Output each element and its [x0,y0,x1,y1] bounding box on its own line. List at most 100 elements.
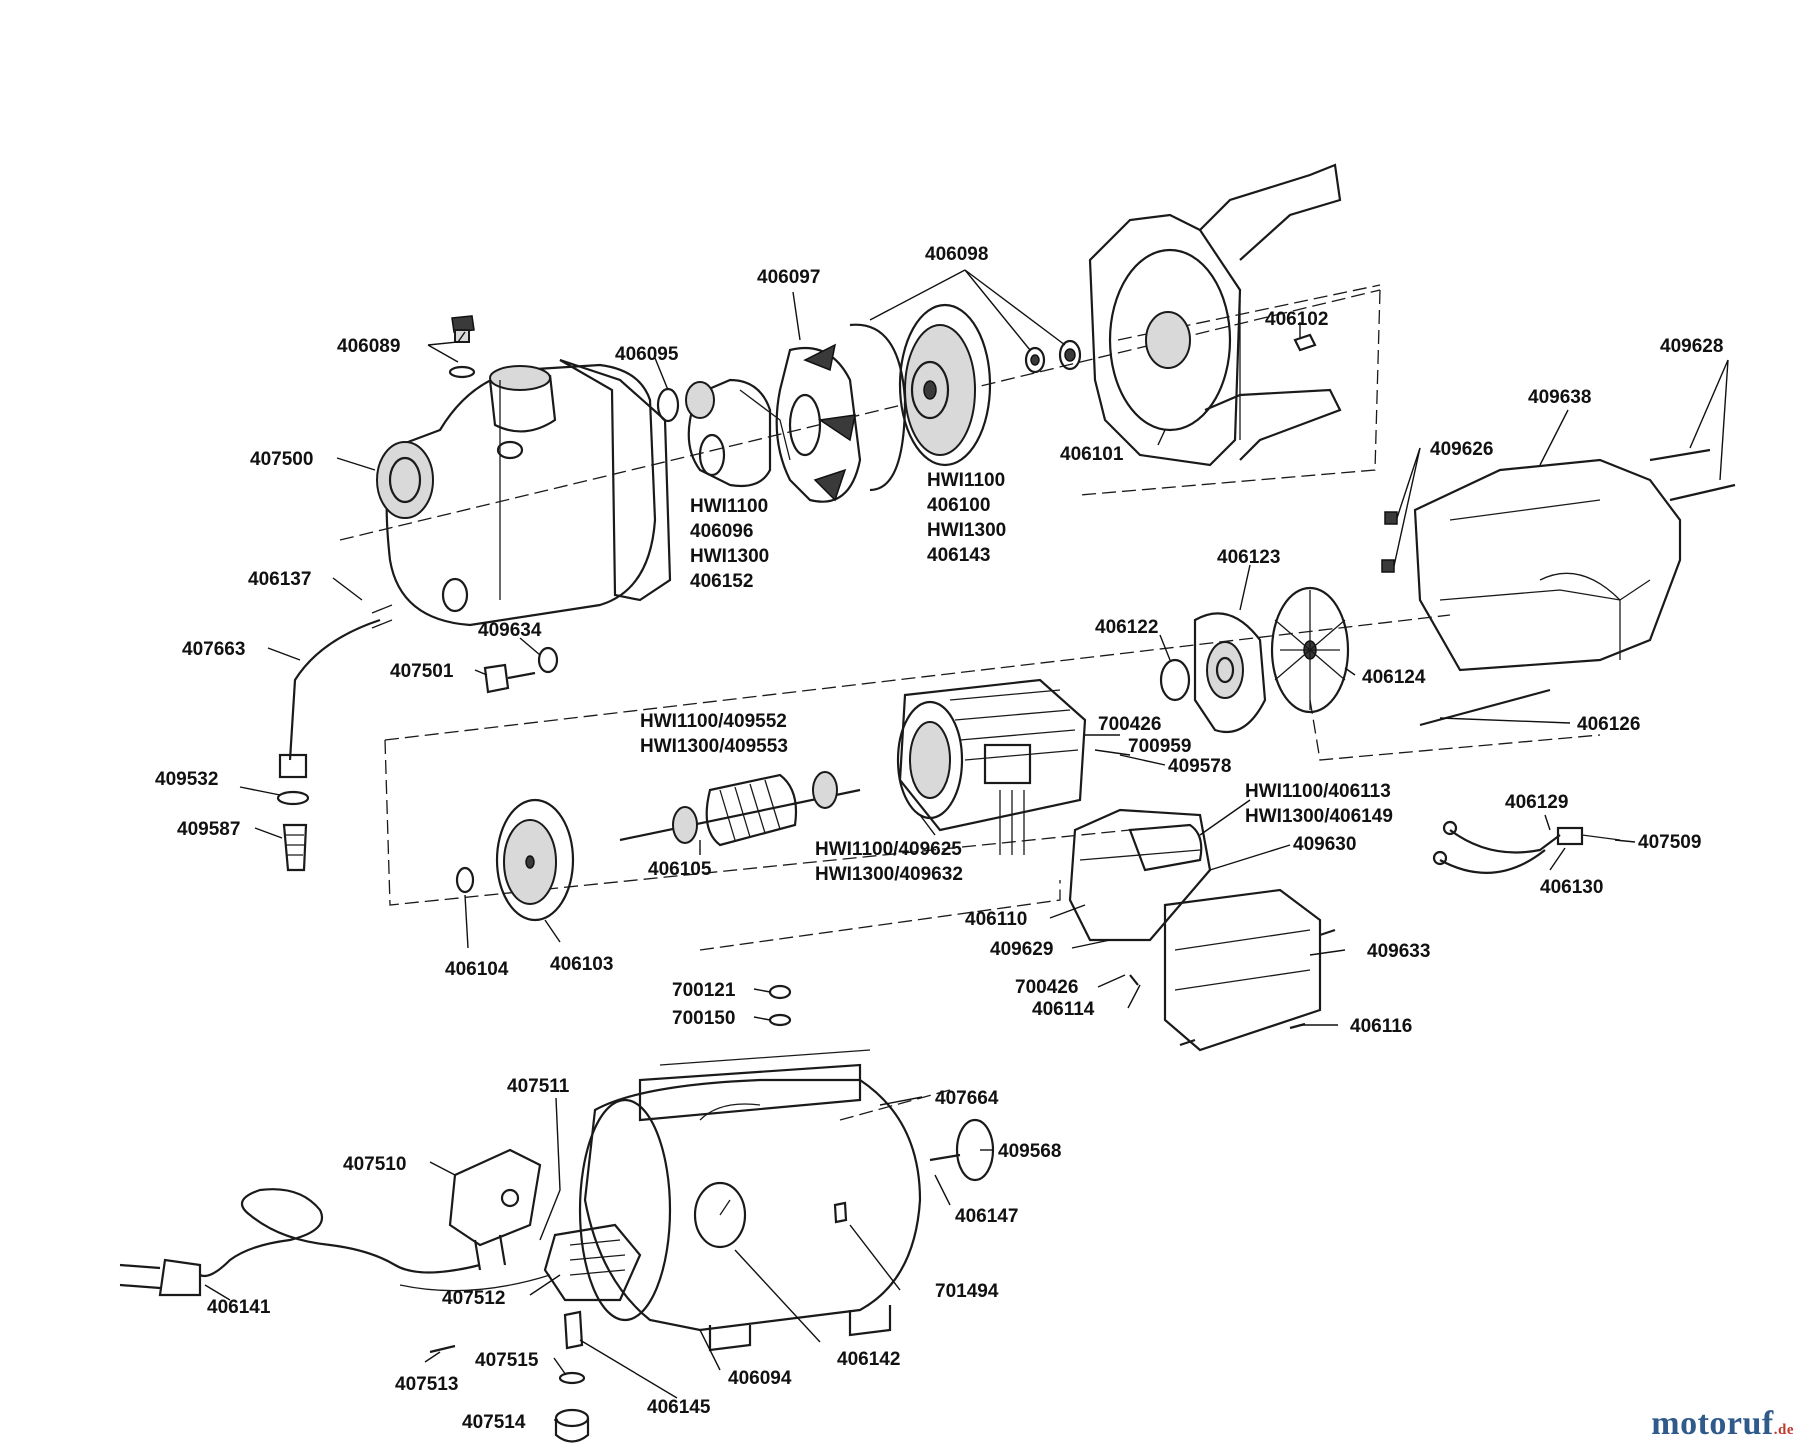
label-406101: 406101 [1060,444,1124,465]
label-406137: 406137 [248,569,311,590]
label-406143: 406143 [927,545,990,566]
label-407509: 407509 [1638,832,1701,853]
label-409630: 409630 [1293,834,1356,855]
washer-700150 [768,1013,792,1027]
tie-rod-406126 [1419,688,1551,727]
part-labels: 406089 407500 406095 406097 406098 40610… [155,244,1723,1433]
diffuser-406096 [685,378,791,488]
stator-409625 [896,678,1087,855]
leader-lines [204,269,1729,1421]
label-407500: 407500 [250,449,313,470]
label-409638: 409638 [1528,387,1591,408]
label-406147: 406147 [955,1206,1018,1227]
label-406110: 406110 [965,909,1027,930]
rotor-406105 [619,771,861,847]
label-hwi1100-a: HWI1100 [690,496,768,517]
label-406142: 406142 [837,1349,900,1370]
label-700426-b: 700426 [1015,977,1078,998]
washer-409634 [537,646,559,674]
screws-406116 [1179,928,1336,1047]
label-700121: 700121 [672,980,736,1001]
screws-409628 [1649,448,1736,502]
label-409626: 409626 [1430,439,1493,460]
label-407513: 407513 [395,1374,458,1395]
label-407664: 407664 [935,1088,999,1109]
hose-407663 [276,604,393,872]
pressure-gauge-406142 [693,1181,747,1249]
label-407511: 407511 [507,1076,570,1097]
label-hwi1300-a: HWI1300 [690,546,769,567]
cover-409633 [1163,888,1322,1052]
fan-406124 [1270,586,1350,714]
screw-407513 [429,1344,456,1354]
nipple-406145 [563,1310,584,1350]
fitting-407514 [554,1408,590,1443]
label-hwi1100-409552: HWI1100/409552 [640,711,787,732]
label-407512: 407512 [442,1288,505,1309]
label-hwi1300-406149: HWI1300/406149 [1245,806,1393,827]
label-406096: 406096 [690,521,753,542]
impeller-406097 [775,343,862,503]
nut-700121 [768,984,792,1000]
motor-bracket-406101 [1088,163,1342,467]
label-700959: 700959 [1128,736,1191,757]
label-406141: 406141 [207,1297,271,1318]
label-407510: 407510 [343,1154,406,1175]
label-406122: 406122 [1095,617,1158,638]
watermark-tld: .de [1773,1422,1794,1438]
label-406098: 406098 [925,244,988,265]
disc-406103 [495,798,575,922]
label-407514: 407514 [462,1412,526,1433]
label-406116: 406116 [1350,1016,1412,1037]
connector-407512 [543,1223,642,1302]
label-700150: 700150 [672,1008,735,1029]
watermark-logo: motoruf.de [1651,1405,1794,1443]
label-hwi1300-409632: HWI1300/409632 [815,864,963,885]
label-407515: 407515 [475,1350,539,1371]
watermark-name: motoruf [1651,1405,1774,1442]
label-406130: 406130 [1540,877,1603,898]
label-hwi1300-b: HWI1300 [927,520,1006,541]
label-700426-a: 700426 [1098,714,1161,735]
label-406094: 406094 [728,1368,792,1389]
o-ring-406095 [656,387,680,423]
seal-plate-406100 [898,303,992,467]
o-ring-407515 [558,1371,586,1385]
label-406114: 406114 [1032,999,1095,1020]
label-701494: 701494 [935,1281,999,1302]
plug-406089 [448,315,476,379]
label-409578: 409578 [1168,756,1231,777]
label-406123: 406123 [1217,547,1280,568]
label-406100: 406100 [927,495,990,516]
screw-407501 [483,663,536,694]
label-409628: 409628 [1660,336,1723,357]
label-406126: 406126 [1577,714,1640,735]
label-406152: 406152 [690,571,753,592]
power-cord-406141 [119,1188,551,1297]
capacitor-box-406110 [1068,808,1212,942]
label-407663: 407663 [182,639,245,660]
pump-housing-407500 [376,358,672,627]
label-406105: 406105 [648,859,712,880]
label-409587: 409587 [177,819,240,840]
label-406102: 406102 [1265,309,1328,330]
screw-406114 [1129,974,1139,986]
label-hwi1100-409625: HWI1100/409625 [815,839,962,860]
label-406095: 406095 [615,344,679,365]
label-409629: 409629 [990,939,1053,960]
pressure-tank-407664 [578,1049,922,1352]
label-409634: 409634 [478,620,542,641]
screw-701494 [833,1201,848,1224]
label-409568: 409568 [998,1141,1061,1162]
label-406103: 406103 [550,954,613,975]
label-409633: 409633 [1367,941,1430,962]
nuts-409626 [1381,511,1398,573]
label-hwi1100-406113: HWI1100/406113 [1245,781,1391,802]
seal-rings-406098 [1024,339,1082,374]
cable-406129 [1432,820,1621,874]
label-406124: 406124 [1362,667,1426,688]
label-hwi1300-409553: HWI1300/409553 [640,736,788,757]
label-406145: 406145 [647,1397,711,1418]
screw-406102 [1293,333,1317,352]
